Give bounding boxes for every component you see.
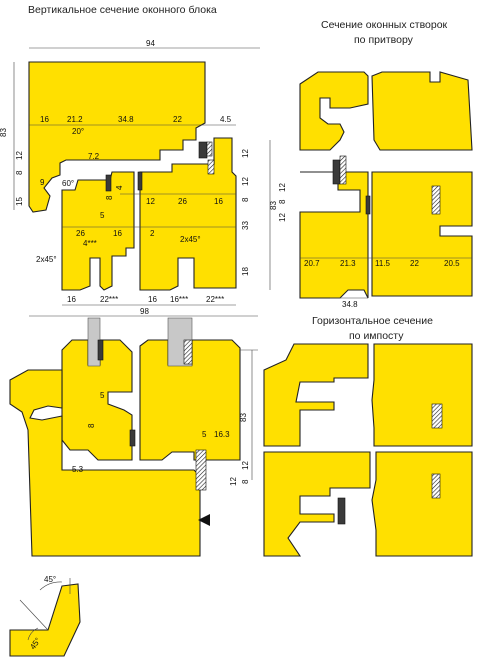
dim-bottom-16b: 16 <box>148 295 157 304</box>
chamfer-detail: 45° 45° <box>9 575 81 657</box>
dim-2: 2 <box>150 229 155 238</box>
title-sash-section-line1: Сечение оконных створок <box>321 19 448 31</box>
dim-18: 18 <box>241 267 250 276</box>
pointer-arrow <box>198 514 210 526</box>
dim-4-5: 4.5 <box>220 115 232 124</box>
title-sash-section-line2: по притвору <box>354 34 414 46</box>
dim-12-r2: 12 <box>241 177 250 186</box>
dim-12-mid: 12 <box>146 197 155 206</box>
dim-12-left: 12 <box>15 151 24 160</box>
sash-section: 12 8 12 20.7 21.3 11.5 22 20.5 34.8 <box>278 71 473 309</box>
dim-21-2: 21.2 <box>67 115 83 124</box>
dim-bottom-16c: 16*** <box>170 295 188 304</box>
chamfer-2x45-right: 2x45° <box>180 235 201 244</box>
angle-60: 60° <box>62 179 74 188</box>
sash-right-lower <box>371 171 473 297</box>
sash-dim-21-3: 21.3 <box>340 259 356 268</box>
impost-dim-5b: 5 <box>202 430 207 439</box>
impost-frame <box>9 369 201 557</box>
dim-16-low: 16 <box>113 229 122 238</box>
sash-seal-right-hatch <box>431 185 441 215</box>
horiz-bottom-left <box>263 451 371 557</box>
impost-dim-16-3: 16.3 <box>214 430 230 439</box>
impost-seal-right-hatch <box>195 449 207 491</box>
dim-34-8: 34.8 <box>118 115 134 124</box>
impost-dim-8: 8 <box>87 423 96 428</box>
impost-dim-12: 12 <box>241 461 250 470</box>
impost-seal-mid <box>129 429 136 447</box>
seal-middle <box>137 171 143 191</box>
vertical-section: 94 98 83 83 16 21.2 34.8 22 4.5 20° 7.2 … <box>0 39 278 317</box>
seal-top <box>198 141 208 159</box>
chamfer-piece <box>9 583 81 657</box>
sash-dim-8: 8 <box>278 199 287 204</box>
dim-9: 9 <box>40 178 45 187</box>
sash-dim-34-8: 34.8 <box>342 300 358 309</box>
title-vertical-section: Вертикальное сечение оконного блока <box>28 4 217 16</box>
sash-left-lower <box>299 171 369 299</box>
dim-16: 16 <box>40 115 49 124</box>
dim-83-left: 83 <box>0 128 8 137</box>
title-horizontal-section-line1: Горизонтальное сечение <box>312 315 433 327</box>
dim-bottom-16a: 16 <box>67 295 76 304</box>
horiz-top-right <box>371 343 473 447</box>
dim-22: 22 <box>173 115 182 124</box>
dim-8: 8 <box>105 195 114 200</box>
impost-dim-83: 83 <box>239 413 248 422</box>
angle-20: 20° <box>72 127 84 136</box>
dim-83-right: 83 <box>269 201 278 210</box>
sash-seal-mid <box>365 195 371 215</box>
horizontal-section <box>263 343 473 557</box>
dim-16-mid: 16 <box>214 197 223 206</box>
dim-5: 5 <box>100 211 105 220</box>
sash-right-profile <box>139 137 237 291</box>
dim-4-stars: 4*** <box>83 239 97 248</box>
sash-dim-22: 22 <box>410 259 419 268</box>
dim-4: 4 <box>115 185 124 190</box>
horiz-seal-top-hatch <box>431 403 443 429</box>
horiz-top-left <box>263 343 369 447</box>
sash-left-upper <box>299 71 369 151</box>
dim-12-r1: 12 <box>241 149 250 158</box>
sash-dim-11-5: 11.5 <box>375 259 391 268</box>
impost-dim-8b: 8 <box>241 479 250 484</box>
dim-26-low: 26 <box>76 229 85 238</box>
sash-seal-left <box>332 159 341 185</box>
dim-26-mid: 26 <box>178 197 187 206</box>
dim-7-2: 7.2 <box>88 152 100 161</box>
seal-top-hatch <box>206 141 213 157</box>
dim-15: 15 <box>15 197 24 206</box>
impost-dim-5a: 5 <box>100 391 105 400</box>
impost-vertical-section: 83 5 8 5.3 5 16.3 12 8 12 <box>9 317 258 557</box>
sash-dim-20-7: 20.7 <box>304 259 320 268</box>
dim-bottom-22b: 22*** <box>206 295 224 304</box>
sash-dim-20-5: 20.5 <box>444 259 460 268</box>
frame-head-profile <box>28 61 206 213</box>
horiz-bottom-right <box>371 451 473 557</box>
sash-dim-12: 12 <box>278 183 287 192</box>
sash-dim-12b: 12 <box>278 213 287 222</box>
chamfer-angle-45-top: 45° <box>44 575 56 584</box>
dim-94: 94 <box>146 39 155 48</box>
seal-right-hatch <box>207 159 215 175</box>
dim-bottom-22a: 22*** <box>100 295 118 304</box>
glazing-seal-left <box>97 339 104 361</box>
title-horizontal-section-line2: по импосту <box>349 330 404 342</box>
impost-dim-5-3: 5.3 <box>72 465 84 474</box>
dim-33: 33 <box>241 221 250 230</box>
dim-98: 98 <box>140 307 149 316</box>
sash-seal-left-hatch <box>339 155 347 185</box>
glazing-seal-right-hatch <box>183 339 193 365</box>
dim-8-r: 8 <box>241 197 250 202</box>
seal-left <box>105 174 112 192</box>
dim-8-left: 8 <box>15 170 24 175</box>
horiz-seal-bottom-hatch <box>431 473 441 499</box>
sash-right-upper <box>371 71 473 151</box>
horiz-seal-bottom <box>337 497 346 525</box>
impost-dim-12b: 12 <box>229 477 238 486</box>
chamfer-2x45-left: 2x45° <box>36 255 57 264</box>
